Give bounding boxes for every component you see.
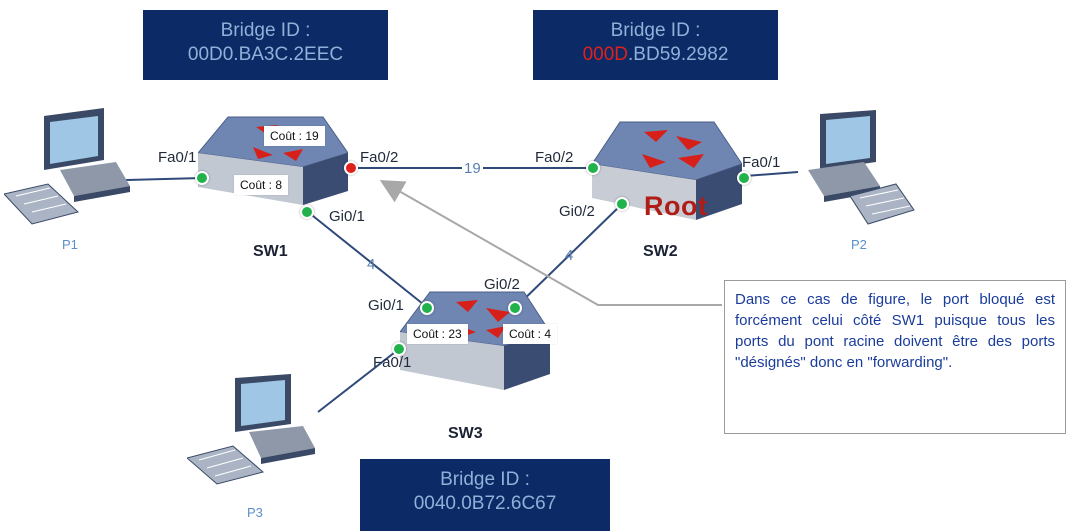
annotation-arrow bbox=[379, 180, 722, 306]
port-label-sw2-gi02: Gi0/2 bbox=[559, 203, 595, 220]
bridge-id-sw2: Bridge ID : 000D.BD59.2982 bbox=[533, 10, 778, 80]
port-state-blocked bbox=[344, 161, 358, 175]
link-p1-sw1 bbox=[125, 177, 204, 181]
bridge-mac-part: .BD59.2982 bbox=[628, 44, 729, 65]
port-state-forwarding bbox=[737, 171, 751, 185]
pc-icon bbox=[4, 108, 130, 225]
pc-name-p3: P3 bbox=[247, 505, 263, 520]
switch-icon bbox=[592, 121, 742, 220]
port-state-forwarding bbox=[420, 301, 434, 315]
root-bridge-badge: Root bbox=[644, 191, 708, 221]
link-cost-sw1-sw2: 19 bbox=[462, 160, 483, 177]
port-label-sw3-gi02: Gi0/2 bbox=[484, 276, 520, 293]
path-cost-sw1-fa02: Coût : 19 bbox=[264, 126, 325, 146]
link-sw1-sw3 bbox=[307, 211, 429, 309]
path-cost-sw1-gi01: Coût : 8 bbox=[234, 175, 289, 195]
path-cost-sw3-gi02: Coût : 4 bbox=[503, 324, 558, 344]
path-cost-sw3-gi01: Coût : 23 bbox=[407, 324, 468, 344]
bridge-id-value: 000D.BD59.2982 bbox=[533, 43, 778, 67]
port-state-forwarding bbox=[392, 342, 406, 356]
bridge-id-label: Bridge ID : bbox=[610, 20, 701, 41]
bridge-id-label: Bridge ID : bbox=[440, 469, 530, 490]
port-state-forwarding bbox=[300, 205, 314, 219]
port-label-sw1-fa01: Fa0/1 bbox=[158, 149, 197, 166]
explanation-note: Dans ce cas de figure, le port bloqué es… bbox=[724, 280, 1066, 434]
link-sw3-p3 bbox=[317, 348, 400, 413]
port-state-forwarding bbox=[195, 171, 209, 185]
port-state-forwarding bbox=[615, 197, 629, 211]
port-label-sw1-fa02: Fa0/2 bbox=[360, 149, 399, 166]
link-cost-sw1-sw3: 4 bbox=[367, 256, 376, 273]
pc-name-p2: P2 bbox=[851, 237, 867, 252]
pc-name-p1: P1 bbox=[62, 237, 78, 252]
port-label-sw3-gi01: Gi0/1 bbox=[368, 297, 404, 314]
link-sw2-p2 bbox=[744, 171, 799, 177]
switch-name-sw2: SW2 bbox=[643, 243, 678, 260]
bridge-id-sw3: Bridge ID : 0040.0B72.6C67 bbox=[360, 459, 610, 531]
pc-icon bbox=[187, 374, 315, 485]
bridge-id-value: 00D0.BA3C.2EEC bbox=[187, 44, 344, 65]
switch-name-sw1: SW1 bbox=[253, 243, 288, 260]
bridge-id-label: Bridge ID : bbox=[220, 20, 311, 41]
bridge-id-sw1: Bridge ID : 00D0.BA3C.2EEC bbox=[143, 10, 388, 80]
port-label-sw2-fa02: Fa0/2 bbox=[535, 149, 574, 166]
link-sw2-sw3 bbox=[514, 203, 623, 309]
port-label-sw3-fa01: Fa0/1 bbox=[373, 354, 412, 371]
port-state-forwarding bbox=[586, 161, 600, 175]
bridge-priority-highlight: 000D bbox=[582, 44, 629, 65]
switch-icon bbox=[198, 116, 348, 205]
link-cost-sw2-sw3: 4 bbox=[565, 247, 574, 264]
port-label-sw1-gi01: Gi0/1 bbox=[329, 208, 365, 225]
bridge-id-value: 0040.0B72.6C67 bbox=[413, 493, 557, 514]
port-state-forwarding bbox=[508, 301, 522, 315]
switch-name-sw3: SW3 bbox=[448, 425, 483, 442]
pc-icon bbox=[808, 110, 915, 225]
port-label-sw2-fa01: Fa0/1 bbox=[742, 154, 781, 171]
